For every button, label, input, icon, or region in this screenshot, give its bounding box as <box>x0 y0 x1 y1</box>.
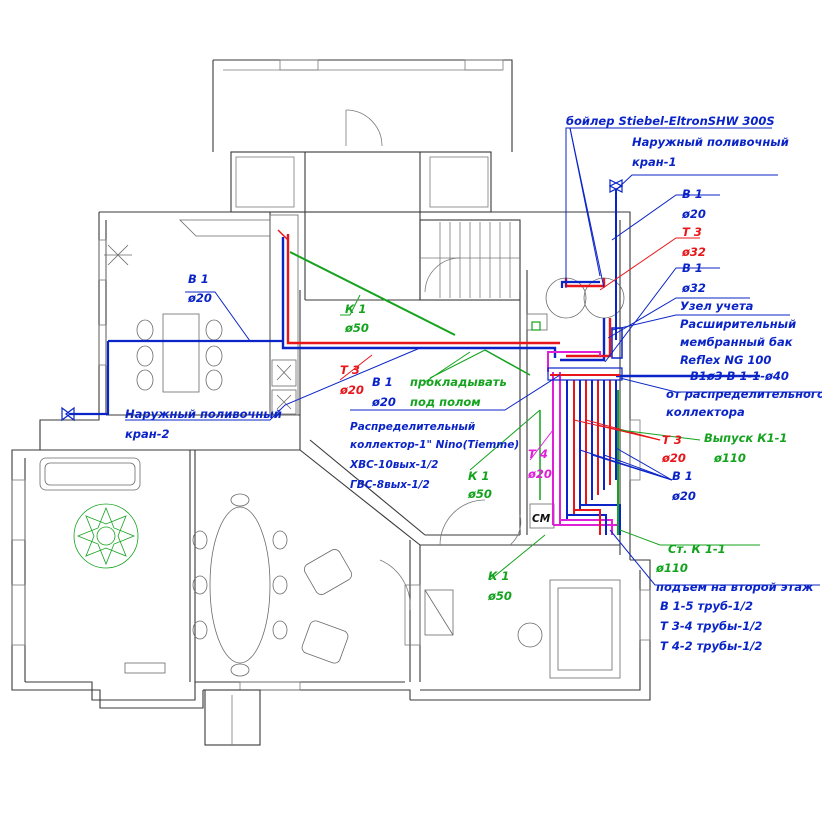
label-k1-left: К 1 <box>345 302 366 316</box>
label-from-collector-1: от распределительного <box>666 387 822 401</box>
label-from-collector-2: коллектора <box>666 405 745 419</box>
label-tank-line1: Расширительный <box>680 317 796 331</box>
label-collector-3: ХВС-10вых-1/2 <box>349 459 439 471</box>
label-boiler: бойлер Stiebel-EltronSHW 300S <box>566 114 775 128</box>
label-riser: Ст. К 1-1 <box>668 542 726 556</box>
leader-lines <box>125 127 820 586</box>
label-b1-main: В1ø3 В 1-1-ø40 <box>690 369 789 383</box>
label-outlet-d: ø110 <box>713 451 746 465</box>
label-b1-right: В 1 <box>672 469 693 483</box>
label-riser-d: ø110 <box>655 561 688 575</box>
label-under-floor-2: под полом <box>410 395 481 409</box>
label-b1-center-d: ø20 <box>371 395 396 409</box>
label-collector-4: ГВС-8вых-1/2 <box>350 479 430 491</box>
label-b1-mid: В 1 <box>682 261 703 275</box>
label-t3-top: Т 3 <box>682 225 702 239</box>
label-b1-right-d: ø20 <box>671 489 696 503</box>
label-t3-4: Т 3-4 трубы-1/2 <box>660 619 762 633</box>
label-second-floor: подъем на второй этаж <box>656 580 814 594</box>
label-collector-1: Распределительный <box>350 421 476 433</box>
label-t4: Т 4 <box>528 447 548 461</box>
label-outlet: Выпуск К1-1 <box>704 431 787 445</box>
label-tap2-line1: Наружный поливочный <box>125 407 282 421</box>
label-k1-mid: К 1 <box>468 469 489 483</box>
label-b1-top-d: ø20 <box>681 207 706 221</box>
rug-ornament <box>73 503 139 569</box>
label-k1-bottom-d: ø50 <box>487 589 512 603</box>
label-t4-d: ø20 <box>527 467 552 481</box>
label-collector-2: коллектор-1" Nino(Tiemme) <box>350 439 519 451</box>
label-t3-right-d: ø20 <box>661 451 686 465</box>
valve-icon <box>61 179 624 422</box>
label-b1-mid-d: ø32 <box>681 281 706 295</box>
label-k1-mid-d: ø50 <box>467 487 492 501</box>
label-tank-line3: Reflex NG 100 <box>680 353 771 367</box>
label-tap1-line1: Наружный поливочный <box>632 135 789 149</box>
label-b1-left: В 1 <box>188 272 209 286</box>
label-k1-left-d: ø50 <box>344 321 369 335</box>
label-under-floor-1: прокладывать <box>410 375 507 389</box>
label-b1-left-d: ø20 <box>187 291 212 305</box>
label-b1-5: В 1-5 труб-1/2 <box>660 599 753 613</box>
label-b1-top: В 1 <box>682 187 703 201</box>
label-t4-2: Т 4-2 трубы-1/2 <box>660 639 762 653</box>
label-t3-center-d: ø20 <box>339 383 364 397</box>
label-tank-line2: мембранный бак <box>680 335 794 349</box>
label-t3-top-d: ø32 <box>681 245 706 259</box>
label-tap2-line2: кран-2 <box>125 427 170 441</box>
label-tap1-line2: кран-1 <box>632 155 677 169</box>
label-t3-center: Т 3 <box>340 363 360 377</box>
label-b1-center: В 1 <box>372 375 393 389</box>
label-washing-machine: СМ <box>532 513 551 525</box>
labels: бойлер Stiebel-EltronSHW 300S Наружный п… <box>125 114 822 653</box>
label-t3-right: Т 3 <box>662 433 682 447</box>
label-meter: Узел учета <box>680 299 754 313</box>
label-k1-bottom: К 1 <box>488 569 509 583</box>
